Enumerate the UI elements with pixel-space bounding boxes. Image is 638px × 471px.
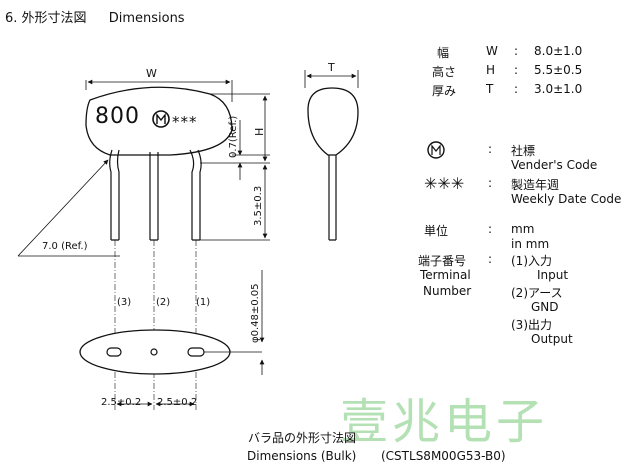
- terminal-label-jp: 端子番号: [418, 254, 467, 268]
- spec-symbol-thickness: T: [486, 82, 494, 96]
- spec-label-height: 高さ: [432, 65, 457, 79]
- pin-label-2: (2): [156, 297, 171, 308]
- spec-label-width: 幅: [437, 46, 450, 60]
- legend-date-jp: 製造年週: [511, 178, 560, 192]
- terminal-item-3-en: Output: [531, 332, 573, 346]
- date-code-icon: ✳✳✳: [424, 174, 465, 193]
- pin-hole-3: [106, 347, 122, 357]
- leads-front: [109, 149, 202, 241]
- spec-value-thickness: 3.0±1.0: [534, 82, 583, 96]
- dim-label-ref-height: 0.7(Ref.): [228, 115, 239, 158]
- terminal-sep: :: [488, 252, 493, 266]
- pin-label-1: (1): [196, 297, 211, 308]
- unit-sep: :: [488, 222, 493, 236]
- lead-side: [328, 155, 337, 241]
- part-marking: 800: [95, 104, 140, 129]
- vendor-logo-icon-body: [152, 110, 170, 128]
- legend-vendor-sep: :: [488, 142, 493, 156]
- pin-hole-1: [187, 347, 205, 357]
- page-heading: 6. 外形寸法図 Dimensions: [5, 7, 185, 26]
- heading-number: 6.: [5, 11, 18, 26]
- caption-jp: バラ品の外形寸法図: [248, 431, 357, 445]
- dim-label-pitch-right: 2.5±0.2: [157, 397, 198, 408]
- unit-value-en: in mm: [511, 237, 550, 251]
- resonator-body-side: [307, 87, 359, 156]
- pin-label-3: (3): [117, 297, 132, 308]
- terminal-label-en-2: Number: [423, 284, 472, 298]
- terminal-item-1-en: Input: [537, 268, 569, 282]
- spec-symbol-height: H: [486, 63, 496, 77]
- terminal-item-3-jp: (3)出力: [511, 318, 552, 332]
- dim-label-lead-diameter: φ0.48±0.05: [250, 283, 261, 343]
- spec-label-thickness: 厚み: [432, 84, 457, 98]
- spec-sep-width: :: [514, 44, 519, 58]
- terminal-item-2-jp: (2)アース: [511, 286, 563, 300]
- pin-hole-2: [150, 348, 158, 356]
- unit-value: mm: [511, 222, 535, 236]
- dim-label-pitch-left: 2.5±0.2: [101, 397, 142, 408]
- dim-label-w: W: [146, 67, 157, 80]
- caption-en: Dimensions (Bulk): [247, 449, 357, 463]
- terminal-item-1-jp: (1)入力: [511, 254, 552, 268]
- terminal-item-2-en: GND: [531, 300, 559, 314]
- legend-date-en: Weekly Date Code: [511, 192, 622, 206]
- dim-label-t: T: [328, 61, 335, 74]
- spec-value-height: 5.5±0.5: [534, 63, 583, 77]
- legend-date-sep: :: [488, 176, 493, 190]
- watermark-text: 壹兆电子: [340, 394, 549, 450]
- spec-symbol-width: W: [486, 44, 498, 58]
- terminal-label-en-1: Terminal: [420, 268, 471, 282]
- dim-label-lead-span: 7.0 (Ref.): [42, 241, 88, 252]
- spec-value-width: 8.0±1.0: [534, 44, 583, 58]
- dim-label-lead-length: 3.5±0.3: [253, 185, 264, 226]
- heading-title-jp: 外形寸法図: [21, 11, 87, 26]
- vendor-logo-icon-legend: [427, 141, 445, 159]
- spec-sep-height: :: [514, 63, 519, 77]
- caption-part-number: (CSTLS8M00G53-B0): [381, 449, 506, 463]
- resonator-body-front: [85, 86, 233, 156]
- spec-sep-thickness: :: [514, 82, 519, 96]
- unit-label: 単位: [424, 224, 449, 238]
- heading-title-en: Dimensions: [108, 11, 185, 26]
- date-code-marking: ***: [172, 113, 198, 131]
- dim-label-h: H: [253, 127, 266, 136]
- legend-vendor-jp: 社標: [511, 144, 536, 158]
- legend-vendor-en: Vender's Code: [511, 158, 598, 172]
